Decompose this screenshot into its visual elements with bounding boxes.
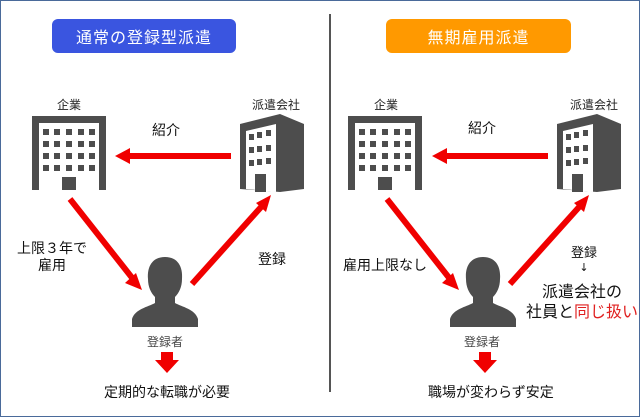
right-status-highlight: 同じ扱い: [574, 302, 639, 321]
right-status-prefix: 社員と: [525, 302, 574, 321]
left-person-icon: [132, 257, 198, 327]
left-employ-line1: 上限３年で: [17, 241, 87, 257]
left-register-arrow: [189, 195, 271, 287]
left-down-arrow-icon: [155, 352, 179, 373]
left-title: 通常の登録型派遣: [75, 28, 212, 47]
center-divider: [329, 14, 331, 392]
right-company-icon: [348, 116, 422, 190]
left-employ-arrow: [67, 197, 142, 290]
left-person-label: 登録者: [147, 335, 184, 349]
right-title-pill: 無期雇用派遣: [386, 19, 571, 53]
right-title: 無期雇用派遣: [427, 28, 530, 47]
left-title-pill: 通常の登録型派遣: [52, 19, 236, 53]
right-employ-label: 雇用上限なし: [343, 258, 427, 274]
right-register-label: 登録: [570, 246, 597, 261]
right-status-line2: 社員と同じ扱い: [523, 302, 640, 322]
right-agency-icon: [557, 114, 621, 192]
left-agency-label: 派遣会社: [252, 98, 301, 112]
left-result: 定期的な転職が必要: [104, 385, 230, 401]
left-company-icon: [32, 116, 106, 190]
right-person-icon: [450, 257, 516, 327]
right-introduce-arrow: [432, 148, 548, 164]
right-register-arrow: [507, 195, 589, 287]
right-company-label: 企業: [374, 98, 399, 112]
left-register-label: 登録: [258, 252, 286, 268]
left-employ-label: 上限３年で 雇用: [14, 241, 90, 275]
right-status-line1: 派遣会社の: [541, 282, 622, 301]
right-register-down-arrow: ↓: [579, 261, 589, 274]
right-result: 職場が変わらず安定: [428, 385, 554, 401]
right-status-note: 派遣会社の 社員と同じ扱い: [523, 282, 640, 322]
right-person-label: 登録者: [464, 335, 501, 349]
left-agency-icon: [240, 114, 304, 192]
left-employ-line2: 雇用: [38, 258, 66, 274]
left-introduce-label: 紹介: [152, 123, 180, 139]
right-register-note: 登録 ↓: [528, 246, 640, 274]
left-company-label: 企業: [57, 98, 82, 112]
right-employ-arrow: [384, 197, 459, 290]
right-down-arrow-icon: [473, 352, 497, 373]
left-introduce-arrow: [115, 148, 231, 164]
right-agency-label: 派遣会社: [570, 98, 619, 112]
right-introduce-label: 紹介: [468, 121, 496, 137]
